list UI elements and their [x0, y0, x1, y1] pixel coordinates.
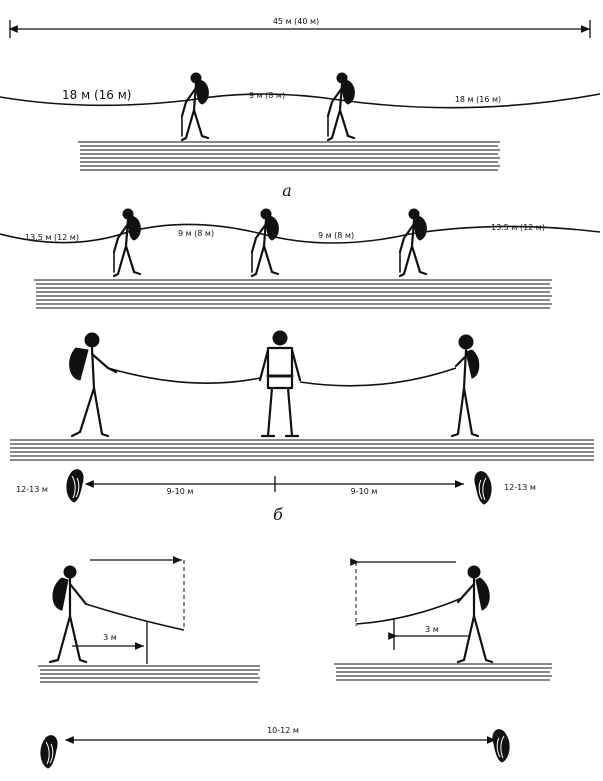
climber-icon [398, 207, 428, 278]
ground-hatch [10, 439, 594, 461]
ground-hatch [334, 663, 552, 681]
scheme-c-left-offset: 3 м [103, 633, 117, 642]
scheme-a: 18 м (16 м) 9 м (8 м) 18 м (16 м) а [0, 71, 601, 200]
climber-icon [456, 565, 494, 664]
scheme-b-left-span: 9-10 м [167, 487, 194, 496]
scheme-a2-left-length: 13.5 м (12 м) [25, 233, 79, 242]
climber-icon [326, 71, 356, 142]
scheme-a-middle-length: 9 м (8 м) [249, 91, 285, 100]
rope-coil-icon [492, 729, 510, 763]
climber-icon [450, 334, 480, 438]
scheme-b-left-coil: 12-13 м [16, 485, 48, 494]
climber-icon [258, 330, 302, 438]
ground-hatch [78, 141, 500, 171]
scheme-c-right-offset: 3 м [425, 625, 439, 634]
scheme-b-right-span: 9-10 м [351, 487, 378, 496]
scheme-a2-right-length: 13.5 м (12 м) [491, 223, 545, 232]
scheme-c: 3 м 3 м [38, 556, 552, 769]
scheme-b-caption: б [273, 505, 283, 524]
scheme-a2-middle1-length: 9 м (8 м) [178, 229, 214, 238]
climber-icon [48, 565, 88, 664]
scheme-a2: 13.5 м (12 м) 9 м (8 м) 9 м (8 м) 13.5 м… [0, 207, 601, 309]
climber-icon [180, 71, 210, 142]
rope-coil-icon [474, 471, 492, 505]
total-length-label: 45 м (40 м) [273, 17, 319, 26]
scheme-b: 12-13 м 9-10 м 9-10 м 12-13 м б [10, 330, 594, 524]
scheme-a-left-length: 18 м (16 м) [62, 88, 131, 102]
climber-icon [112, 207, 142, 278]
ground-hatch [38, 665, 260, 683]
rope-coil-icon [40, 735, 58, 769]
ground-hatch [34, 279, 552, 309]
total-length-dimension: 45 м (40 м) [8, 12, 591, 38]
scheme-a2-middle2-length: 9 м (8 м) [318, 231, 354, 240]
scheme-a-right-length: 18 м (16 м) [455, 95, 501, 104]
scheme-a-caption: а [282, 181, 292, 200]
climber-icon [250, 207, 280, 278]
scheme-b-right-coil: 12-13 м [504, 483, 536, 492]
rope-coil-icon [66, 469, 84, 503]
scheme-c-bottom-span: 10-12 м [267, 726, 299, 735]
climber-icon [69, 332, 118, 438]
